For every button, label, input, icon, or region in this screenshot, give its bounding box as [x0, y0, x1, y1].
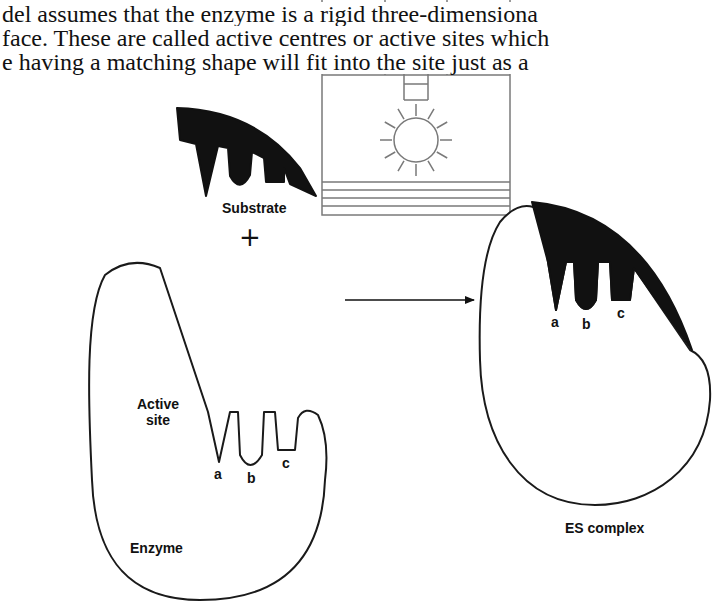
reaction-arrow	[345, 299, 474, 301]
site-letter: a	[551, 314, 559, 330]
es-complex-shape	[476, 196, 712, 546]
substrate-shape: Substrate	[170, 100, 320, 220]
active-site-label: Active site	[128, 396, 188, 428]
text-line: del assumes that the enzyme is a rigid t…	[2, 2, 538, 26]
substrate-body	[177, 108, 316, 196]
emblem-shield-lines	[322, 182, 510, 206]
site-letter: a	[214, 466, 222, 482]
text-line: e having a matching shape will fit into …	[2, 50, 529, 74]
enzyme-shape: Active site a b cEnzyme	[85, 255, 333, 602]
emblem-sun	[394, 118, 438, 162]
es-substrate-body	[532, 202, 692, 350]
enzyme-label: Enzyme	[130, 540, 183, 556]
plus-sign: +	[239, 224, 261, 250]
text-line: face. These are called active centres or…	[2, 26, 549, 50]
enzyme-outline	[89, 263, 326, 600]
site-letter: c	[617, 305, 625, 321]
es-complex-shape: a b c ES complex	[476, 196, 712, 546]
site-letter: c	[282, 455, 290, 471]
emblem-sun-rays	[380, 104, 452, 176]
substrate-label: Substrate	[222, 200, 287, 216]
site-letter: b	[247, 470, 256, 486]
site-letter: b	[582, 316, 591, 332]
es-complex-label: ES complex	[565, 520, 644, 536]
enzyme-shape	[85, 255, 333, 602]
